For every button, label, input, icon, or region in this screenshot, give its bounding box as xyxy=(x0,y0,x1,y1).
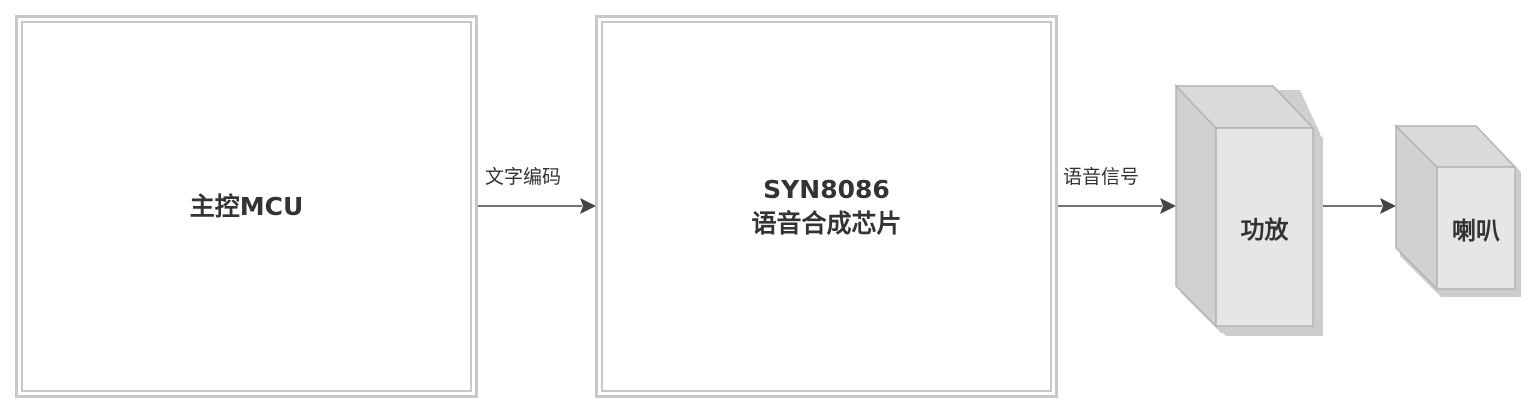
mcu-box[interactable]: 主控MCU xyxy=(15,15,478,398)
speaker-cube[interactable] xyxy=(1394,124,1521,297)
amplifier-label: 功放 xyxy=(1240,215,1289,244)
edge-label-text-encoding: 文字编码 xyxy=(485,166,562,188)
mcu-box-inner: 主控MCU xyxy=(21,21,472,392)
mcu-label: 主控MCU xyxy=(189,191,304,221)
amplifier-cube[interactable] xyxy=(1174,84,1323,336)
speaker-label: 喇叭 xyxy=(1452,216,1500,245)
tts-chip-label: SYN8086 语音合成芯片 xyxy=(751,174,902,238)
tts-chip-box-inner: SYN8086 语音合成芯片 xyxy=(601,21,1052,392)
edge-amp-to-speaker xyxy=(1314,198,1396,214)
edge-label-audio-signal: 语音信号 xyxy=(1063,166,1140,188)
edge-tts-to-amp xyxy=(1058,198,1176,214)
tts-chip-box[interactable]: SYN8086 语音合成芯片 xyxy=(595,15,1058,398)
edge-mcu-to-tts xyxy=(478,198,596,214)
